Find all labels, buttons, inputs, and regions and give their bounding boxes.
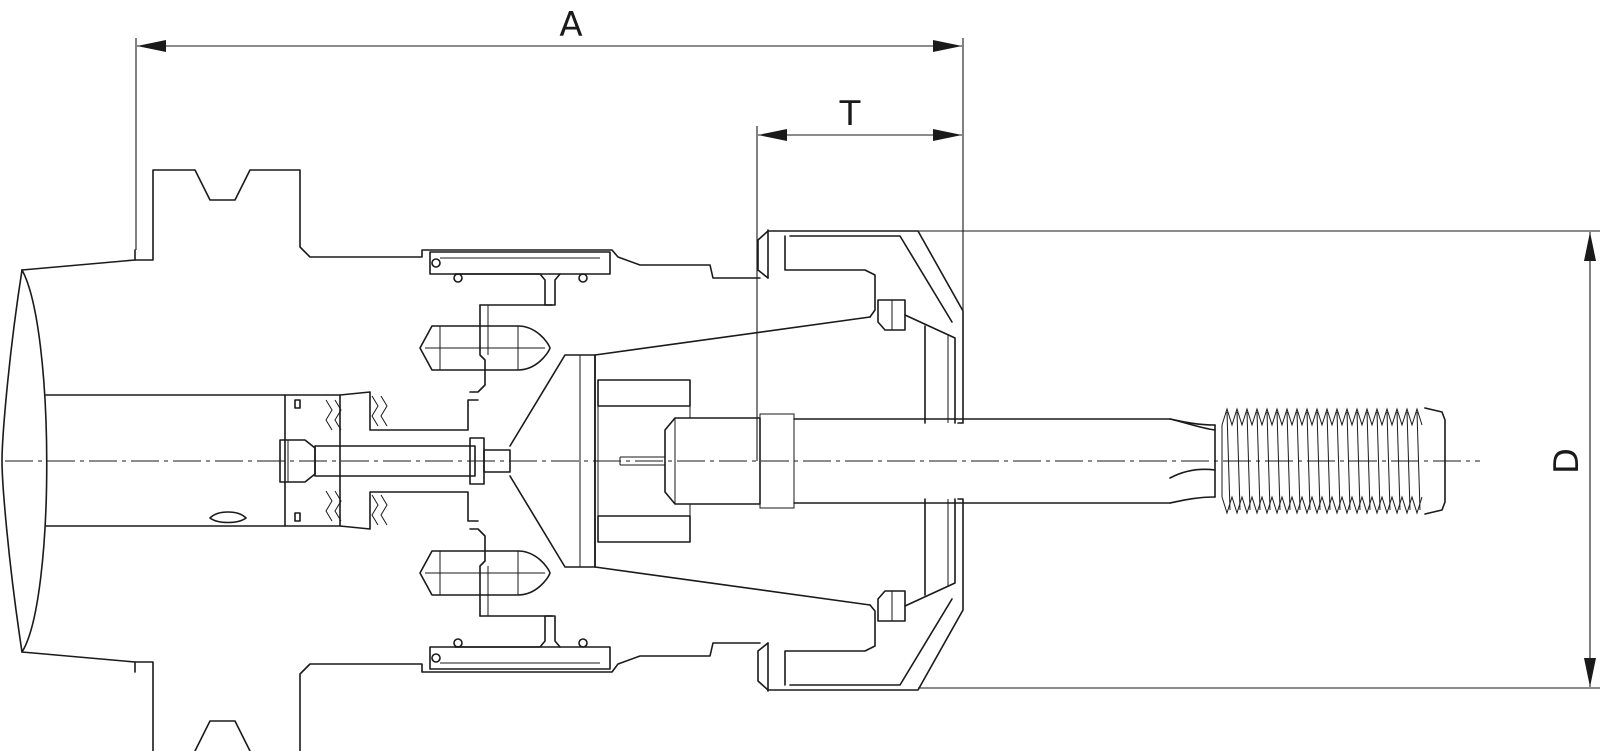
dimension-d: D xyxy=(918,230,1600,689)
thread-flank xyxy=(1226,411,1231,511)
lower-sleeve xyxy=(429,528,611,670)
dimension-a: A xyxy=(135,5,964,310)
thread-flank xyxy=(1356,411,1361,511)
thread-flank xyxy=(1316,411,1321,511)
shank xyxy=(1,249,286,673)
thread-flank xyxy=(1246,411,1251,511)
thread-flank xyxy=(1236,411,1241,511)
spring-assembly xyxy=(279,391,511,530)
thread-flank xyxy=(1406,411,1411,511)
thread-flank xyxy=(1306,411,1311,511)
flange xyxy=(134,169,761,751)
thread-flank xyxy=(1376,411,1381,511)
dimension-a-label: A xyxy=(559,5,582,45)
thread-flank xyxy=(1276,411,1281,511)
dimension-t-label: T xyxy=(839,94,861,134)
thread-flank xyxy=(1416,411,1421,511)
thread-flank xyxy=(1396,411,1401,511)
thread-flank xyxy=(1286,411,1291,511)
dimension-d-label: D xyxy=(1547,448,1587,474)
thread-flank xyxy=(1296,411,1301,511)
upper-drive-pin xyxy=(419,325,551,371)
thread-flank xyxy=(1266,411,1271,511)
clamping-nut xyxy=(757,229,964,692)
tap-insert xyxy=(619,413,795,509)
tap-thread xyxy=(1214,407,1446,515)
thread-flank xyxy=(1346,411,1351,511)
upper-sleeve xyxy=(429,251,611,393)
dimension-t: T xyxy=(756,94,962,461)
thread-flank xyxy=(1326,411,1331,511)
thread-flank xyxy=(1256,411,1261,511)
collet-adapter xyxy=(509,316,871,606)
tap-shank xyxy=(793,418,1216,504)
lower-drive-pin xyxy=(419,550,551,596)
thread-flank xyxy=(1386,411,1391,511)
thread-flank xyxy=(1366,411,1371,511)
thread-flank xyxy=(1336,411,1341,511)
